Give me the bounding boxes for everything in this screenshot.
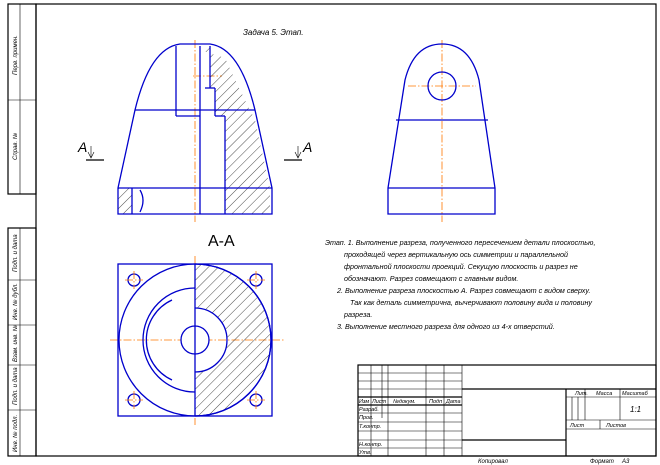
stamp-inv-podl: Инв. № подл. bbox=[12, 415, 19, 452]
section-letter-right: А bbox=[302, 139, 312, 155]
section-mark-right: А bbox=[284, 139, 312, 161]
val-scale: 1:1 bbox=[630, 405, 641, 414]
footer-copied: Копировал bbox=[478, 459, 508, 465]
side-view bbox=[387, 40, 496, 222]
stamp-inv-dubl: Инв. № дубл. bbox=[12, 283, 19, 320]
col-list: Лист bbox=[371, 399, 387, 405]
section-title: А-А bbox=[208, 233, 235, 250]
title-block-labels: Изм Лист №докум. Подп Дата Разраб. Пров.… bbox=[358, 391, 649, 456]
stamp-vzam-inv: Взам. инв. № bbox=[12, 324, 19, 362]
section-mark-left: А bbox=[77, 139, 104, 161]
col-izm: Изм bbox=[359, 399, 369, 405]
note-line-4: обозначают. Разрез совмещают с главным в… bbox=[344, 274, 518, 283]
lbl-scale: Масштаб bbox=[622, 391, 649, 397]
stamp-perv-primen: Перв. примен. bbox=[13, 35, 19, 75]
note-line-5: 2. Выполнение разреза плоскостью А. Разр… bbox=[336, 286, 591, 295]
sheet-frame bbox=[7, 3, 657, 457]
stamp-podp-data-1: Подп. и дата bbox=[13, 234, 19, 272]
col-podp: Подп bbox=[429, 399, 442, 405]
row-nkontr: Н.контр. bbox=[359, 442, 382, 448]
section-view bbox=[110, 256, 285, 425]
row-razrab: Разраб. bbox=[359, 407, 379, 413]
footer-format-value: А3 bbox=[621, 459, 630, 465]
side-stamp: Перв. примен. Справ. № Подп. и дата Инв.… bbox=[12, 35, 19, 452]
section-letter-left: А bbox=[77, 139, 87, 155]
note-line-2: проходящей через вертикальную ось симмет… bbox=[344, 250, 568, 259]
lbl-lit: Лит. bbox=[574, 391, 588, 397]
note-line-6: Так как деталь симметрична, вычерчивают … bbox=[350, 298, 592, 307]
footer: Копировал Формат А3 bbox=[478, 459, 630, 465]
row-utv: Утв. bbox=[358, 450, 372, 456]
col-dokum: №докум. bbox=[393, 399, 416, 405]
row-prov: Пров. bbox=[359, 415, 374, 421]
note-line-1: Этап. 1. Выполнение разреза, полученного… bbox=[325, 238, 595, 247]
title-block bbox=[357, 364, 657, 457]
row-tkontr: Т.контр. bbox=[359, 424, 381, 430]
lbl-mass: Масса bbox=[596, 391, 612, 397]
lbl-sheet: Лист bbox=[569, 423, 585, 429]
col-data: Дата bbox=[445, 399, 461, 405]
lbl-sheets: Листов bbox=[605, 423, 626, 429]
footer-format-label: Формат bbox=[590, 459, 614, 465]
note-line-7: разреза. bbox=[343, 310, 372, 319]
task-title: Задача 5. Этап. bbox=[243, 28, 304, 37]
note-line-8: 3. Выполнение местного разреза для одног… bbox=[337, 322, 555, 331]
note-line-3: фронтальной плоскости проекций. Секущую … bbox=[344, 262, 578, 271]
front-view bbox=[117, 40, 273, 222]
stamp-sprav-no: Справ. № bbox=[12, 132, 19, 160]
stamp-podp-data-2: Подп. и дата bbox=[13, 367, 19, 405]
notes: Этап. 1. Выполнение разреза, полученного… bbox=[325, 238, 595, 331]
